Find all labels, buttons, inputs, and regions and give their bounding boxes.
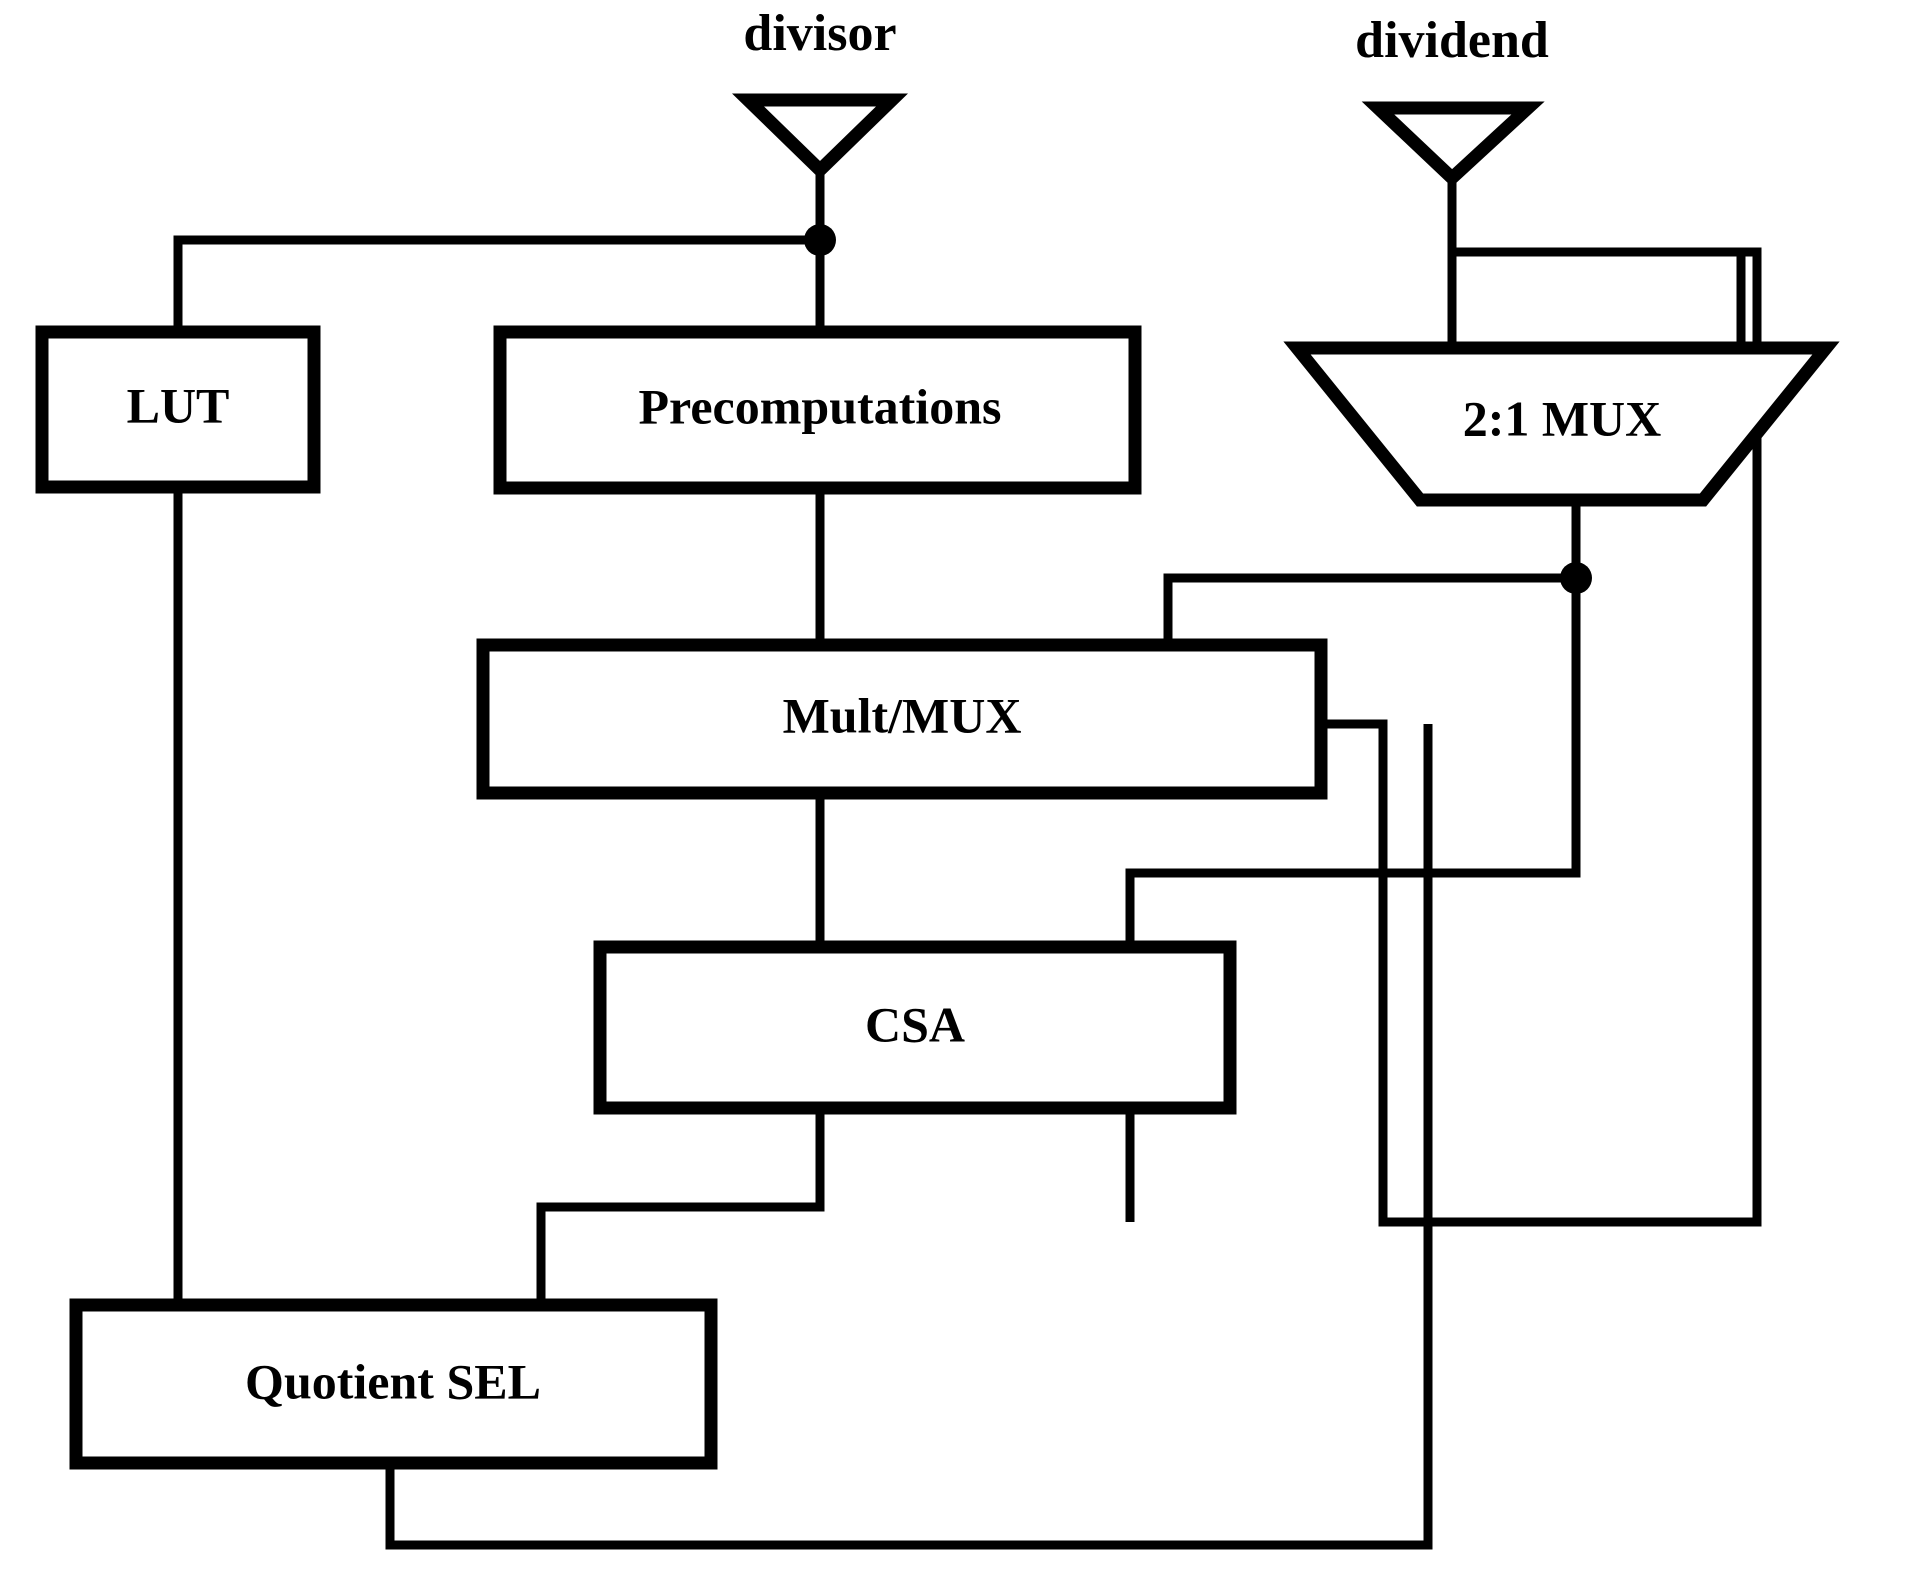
block-lut-label: LUT xyxy=(127,377,230,433)
wire-multmux-feedback-to-mux xyxy=(1266,247,1762,1227)
block-csa-label: CSA xyxy=(865,996,965,1052)
wire-divisor-to-lut xyxy=(173,235,820,332)
junction-dot-mux-output-fanout xyxy=(1560,562,1592,594)
wire-csa-to-quotient-sel xyxy=(536,1108,825,1305)
block-mux-2to1[interactable] xyxy=(1283,341,1840,507)
input-port-triangle-icon-dividend[interactable] xyxy=(1361,101,1545,187)
wire-mux-out-to-multmux xyxy=(1163,573,1576,645)
block-mux-2to1-label: 2:1 MUX xyxy=(1463,390,1662,446)
block-quotient-sel-label: Quotient SEL xyxy=(245,1353,541,1409)
block-lut[interactable] xyxy=(35,325,321,494)
input-port-triangle-icon-divisor[interactable] xyxy=(731,93,909,180)
port-label-divisor: divisor xyxy=(743,5,896,62)
wire-quotient-sel-feedback xyxy=(385,724,1433,1550)
block-mult-mux[interactable] xyxy=(476,638,1328,800)
junction-dot-divisor-fanout xyxy=(804,224,836,256)
block-csa[interactable] xyxy=(593,940,1237,1115)
wire-mux-out-to-csa xyxy=(1125,578,1581,947)
block-mult-mux-label: Mult/MUX xyxy=(783,687,1022,743)
block-precomputations-label: Precomputations xyxy=(639,378,1002,434)
block-precomputations[interactable] xyxy=(493,325,1142,495)
port-label-dividend: dividend xyxy=(1355,12,1549,69)
block-quotient-sel[interactable] xyxy=(69,1298,718,1470)
